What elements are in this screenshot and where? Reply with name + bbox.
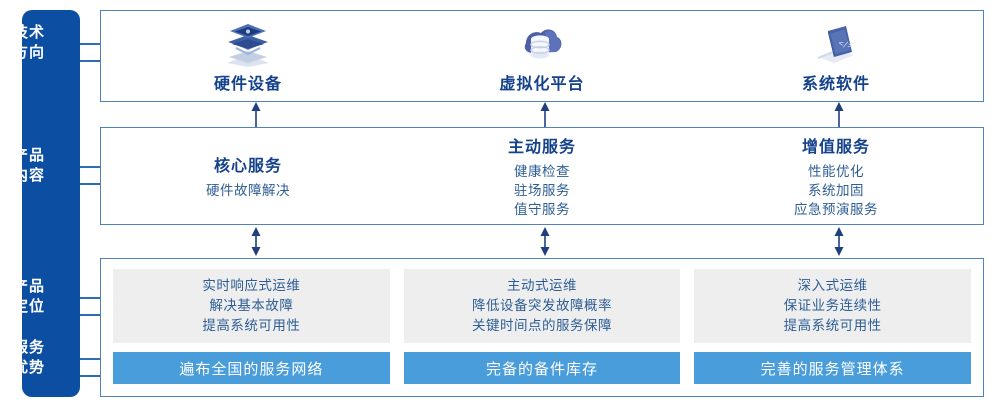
content-item: 硬件故障解决: [206, 182, 290, 199]
tech-direction-panel: 硬件设备 虚拟化平台: [100, 10, 984, 102]
tech-column-virtualization[interactable]: 虚拟化平台: [395, 11, 689, 101]
tech-label: 系统软件: [801, 74, 870, 93]
content-heading: 主动服务: [507, 136, 576, 156]
connector-advantage-bottom: [80, 375, 101, 377]
content-item: 系统加固: [808, 182, 864, 199]
server-stack-icon: [221, 22, 275, 68]
content-item: 值守服务: [514, 201, 570, 218]
sidebar-label-line2: 内容: [12, 166, 45, 184]
content-column-value-added-service[interactable]: 增值服务 性能优化 系统加固 应急预演服务: [689, 128, 983, 224]
arrow-up-system-software: [834, 102, 844, 128]
tech-label: 虚拟化平台: [499, 74, 585, 93]
sidebar-label-line2: 定位: [12, 297, 45, 315]
sidebar-label-line2: 方向: [12, 43, 45, 61]
tech-column-system-software[interactable]: </> 系统软件: [689, 11, 983, 101]
bottom-column-proactive[interactable]: 主动式运维 降低设备突发故障概率 关键时间点的服务保障 完备的备件库存: [403, 269, 681, 384]
sidebar-label-service-advantage: 服务 优势: [0, 337, 58, 377]
positioning-line: 降低设备突发故障概率: [472, 298, 612, 314]
svg-text:</>: </>: [837, 38, 854, 51]
product-content-panel: 核心服务 硬件故障解决 主动服务 健康检查 驻场服务 值守服务 增值服务 性能优…: [100, 127, 984, 225]
positioning-line: 保证业务连续性: [783, 298, 882, 314]
positioning-line: 关键时间点的服务保障: [472, 318, 612, 334]
category-sidebar: [22, 10, 80, 397]
positioning-line: 解决基本故障: [209, 298, 294, 314]
sidebar-label-line1: 产品: [12, 146, 45, 164]
arrow-double-proactive: [540, 227, 550, 256]
content-item: 驻场服务: [514, 182, 570, 199]
bottom-column-deep[interactable]: 深入式运维 保证业务连续性 提高系统可用性 完善的服务管理体系: [694, 269, 972, 384]
advantage-label: 完善的服务管理体系: [760, 359, 905, 378]
sidebar-label-tech-direction: 技术 方向: [0, 22, 58, 62]
connector-advantage-top: [80, 358, 101, 360]
positioning-line: 深入式运维: [797, 278, 868, 294]
positioning-line: 实时响应式运维: [202, 278, 301, 294]
positioning-advantage-panel: 实时响应式运维 解决基本故障 提高系统可用性 遍布全国的服务网络 主动式运维 降…: [100, 258, 984, 397]
advantage-label: 完备的备件库存: [486, 359, 599, 378]
sidebar-label-line1: 技术: [12, 23, 45, 41]
positioning-line: 提高系统可用性: [783, 318, 882, 334]
positioning-box: 深入式运维 保证业务连续性 提高系统可用性: [694, 269, 972, 343]
positioning-line: 主动式运维: [507, 278, 577, 294]
bottom-column-realtime[interactable]: 实时响应式运维 解决基本故障 提高系统可用性 遍布全国的服务网络: [113, 269, 390, 384]
content-heading: 核心服务: [213, 155, 282, 175]
connector-tech-bottom: [80, 60, 101, 62]
advantage-bar[interactable]: 遍布全国的服务网络: [113, 352, 390, 384]
sidebar-label-line2: 优势: [12, 358, 45, 376]
connector-content-bottom: [80, 183, 101, 185]
connector-position-top: [80, 297, 101, 299]
arrow-up-virtualization: [540, 102, 550, 128]
content-column-core-service[interactable]: 核心服务 硬件故障解决: [101, 128, 395, 224]
sidebar-label-line1: 服务: [12, 338, 45, 356]
arrow-up-hardware: [251, 102, 261, 128]
arrow-double-value-added: [834, 227, 844, 256]
tech-label: 硬件设备: [213, 74, 282, 93]
tech-column-hardware[interactable]: 硬件设备: [101, 11, 395, 101]
content-item: 应急预演服务: [794, 201, 878, 218]
cloud-database-icon: [515, 22, 569, 68]
content-item: 健康检查: [514, 163, 570, 180]
advantage-bar[interactable]: 完备的备件库存: [403, 352, 681, 384]
sidebar-label-product-content: 产品 内容: [0, 145, 58, 185]
sidebar-label-product-position: 产品 定位: [0, 276, 58, 316]
connector-tech-top: [80, 43, 101, 45]
advantage-bar[interactable]: 完善的服务管理体系: [694, 352, 972, 384]
sidebar-label-line1: 产品: [12, 277, 45, 295]
positioning-line: 提高系统可用性: [202, 318, 301, 334]
arrow-double-core: [251, 227, 261, 256]
connector-content-top: [80, 166, 101, 168]
laptop-code-icon: </>: [808, 22, 864, 68]
content-item: 性能优化: [808, 163, 864, 180]
content-column-proactive-service[interactable]: 主动服务 健康检查 驻场服务 值守服务: [395, 128, 689, 224]
content-heading: 增值服务: [801, 136, 870, 156]
connector-position-bottom: [80, 314, 101, 316]
advantage-label: 遍布全国的服务网络: [179, 359, 324, 378]
positioning-box: 实时响应式运维 解决基本故障 提高系统可用性: [113, 269, 390, 343]
positioning-box: 主动式运维 降低设备突发故障概率 关键时间点的服务保障: [403, 269, 681, 343]
